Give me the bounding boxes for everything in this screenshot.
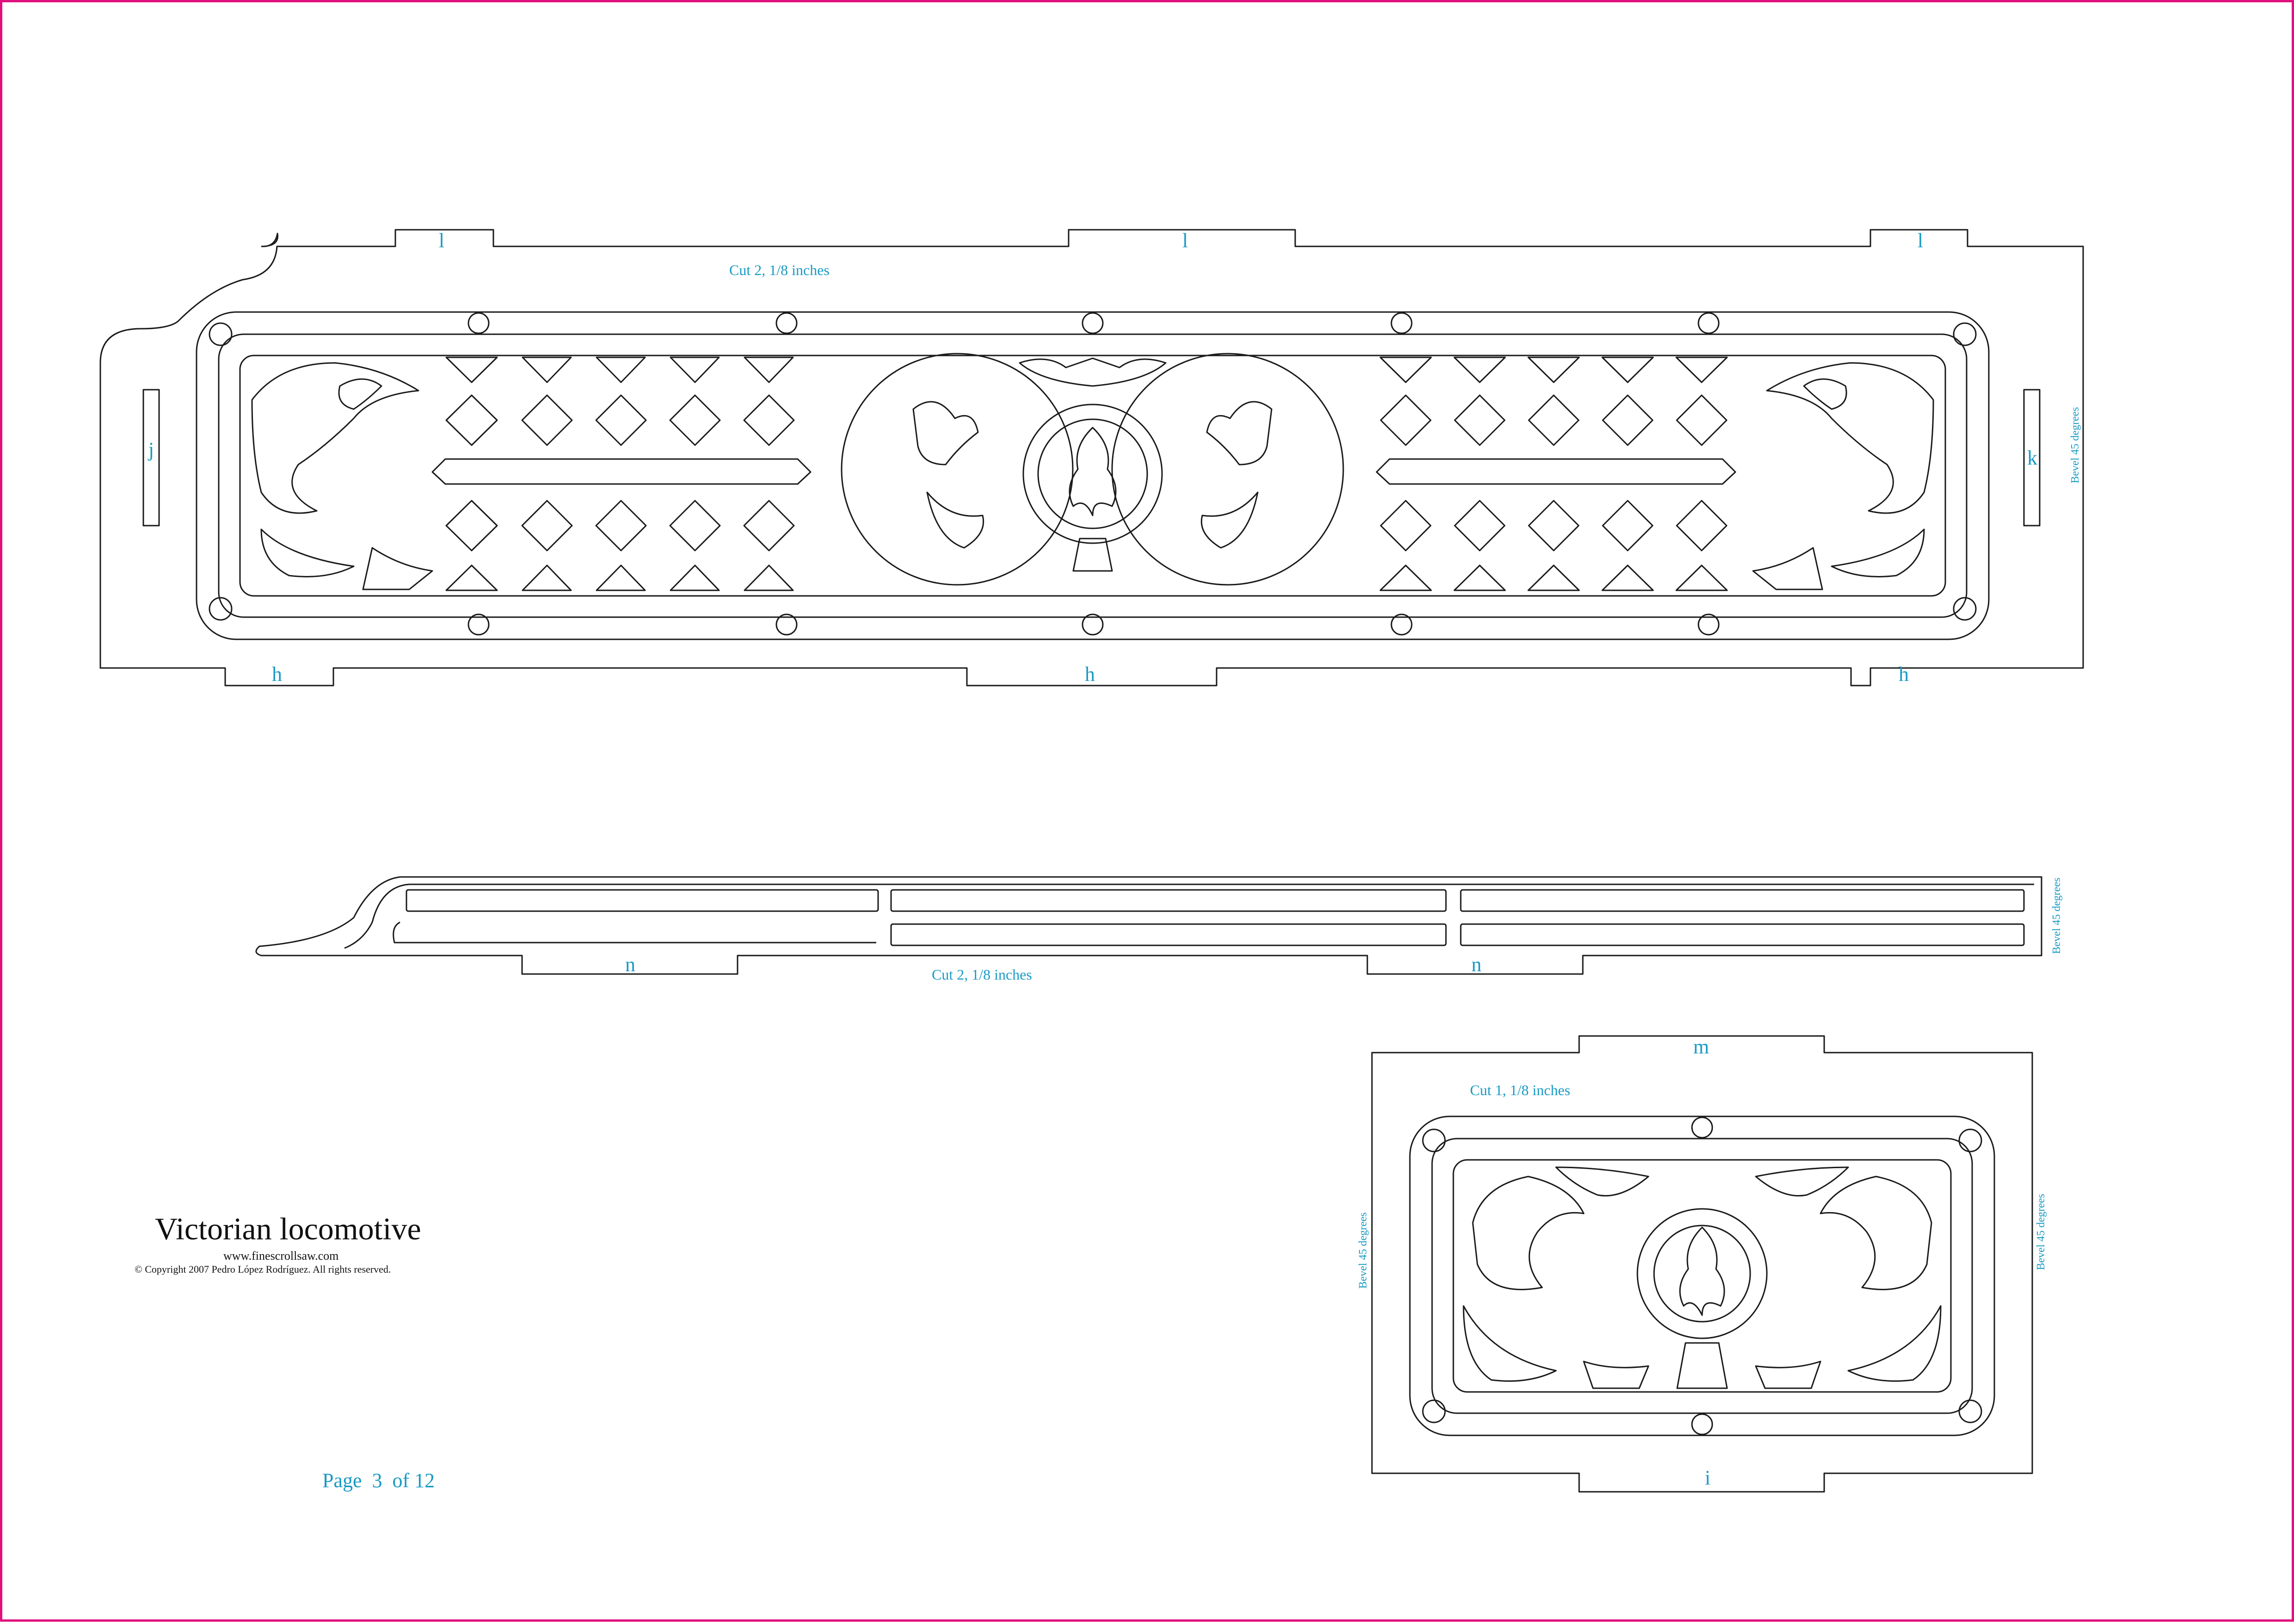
top-scroll-right — [1752, 362, 1934, 590]
website-text: www.finescrollsaw.com — [223, 1249, 338, 1262]
middle-rail-inner-curve — [344, 883, 2034, 949]
middle-bevel-note: Bevel 45 degrees — [2051, 877, 2063, 954]
top-tab-label-2: l — [1182, 229, 1188, 252]
bottom-bevel-note-left: Bevel 45 degrees — [1357, 1212, 1369, 1288]
top-frame-bridges — [209, 312, 1977, 636]
middle-tab-label-2: n — [1471, 953, 1482, 976]
top-frame-mid — [218, 333, 1968, 618]
middle-slot-5 — [1460, 923, 2025, 946]
middle-slot-4 — [890, 923, 1447, 946]
top-bevel-note: Bevel 45 degrees — [2069, 407, 2081, 483]
top-bottom-tab-label-2: h — [1085, 663, 1095, 686]
top-right-slot — [2023, 389, 2041, 527]
top-frame-inner — [239, 355, 1946, 597]
top-frame-outer — [196, 311, 1990, 640]
drawing-title: Victorian locomotive — [155, 1211, 421, 1246]
top-bottom-tab-label-3: h — [1899, 663, 1909, 686]
title-block: Victorian locomotive www.finescrollsaw.c… — [135, 1211, 435, 1492]
top-left-slot-label: j — [148, 438, 154, 461]
middle-slot-1 — [406, 889, 879, 912]
top-cut-note: Cut 2, 1/8 inches — [729, 262, 830, 278]
middle-slot-3 — [1460, 889, 2025, 912]
top-center-ornament — [841, 353, 1344, 586]
bottom-frame-inner — [1452, 1159, 1952, 1393]
middle-tab-label-1: n — [625, 953, 635, 976]
bottom-bevel-note-right: Bevel 45 degrees — [2035, 1194, 2047, 1270]
top-panel-part: l l l Cut 2, 1/8 inches j k Bevel 45 deg… — [99, 229, 2084, 686]
copyright-text: © Copyright 2007 Pedro López Rodríguez. … — [135, 1263, 391, 1275]
middle-rail-part: n n Cut 2, 1/8 inches Bevel 45 degrees — [255, 876, 2063, 983]
middle-rail-outline — [255, 876, 2042, 975]
top-tab-label-1: l — [439, 229, 444, 252]
top-scroll-left — [251, 362, 433, 590]
top-lattice-left — [431, 356, 812, 591]
top-bottom-tab-label-1: h — [272, 663, 282, 686]
bottom-frame-bridges — [1422, 1116, 1982, 1435]
bottom-frame-mid — [1431, 1138, 1973, 1414]
bottom-panel-part: m Cut 1, 1/8 inches i Bevel 45 degrees B… — [1357, 1035, 2047, 1493]
bottom-panel-outline — [1371, 1035, 2033, 1493]
bottom-cut-note: Cut 1, 1/8 inches — [1470, 1082, 1570, 1098]
bottom-bottom-tab-label: i — [1705, 1466, 1710, 1489]
page-number: Page 3 of 12 — [322, 1469, 435, 1492]
middle-cut-note: Cut 2, 1/8 inches — [932, 966, 1032, 983]
bottom-ornament — [1463, 1166, 1942, 1389]
middle-slot-2 — [890, 889, 1447, 912]
top-panel-outline — [99, 229, 2084, 686]
top-left-slot — [142, 389, 160, 527]
bottom-top-tab-label: m — [1693, 1036, 1709, 1058]
bottom-frame-outer — [1409, 1115, 1995, 1436]
top-lattice-right — [1376, 356, 1736, 591]
top-tab-label-3: l — [1918, 229, 1923, 252]
top-right-slot-label: k — [2027, 447, 2037, 469]
